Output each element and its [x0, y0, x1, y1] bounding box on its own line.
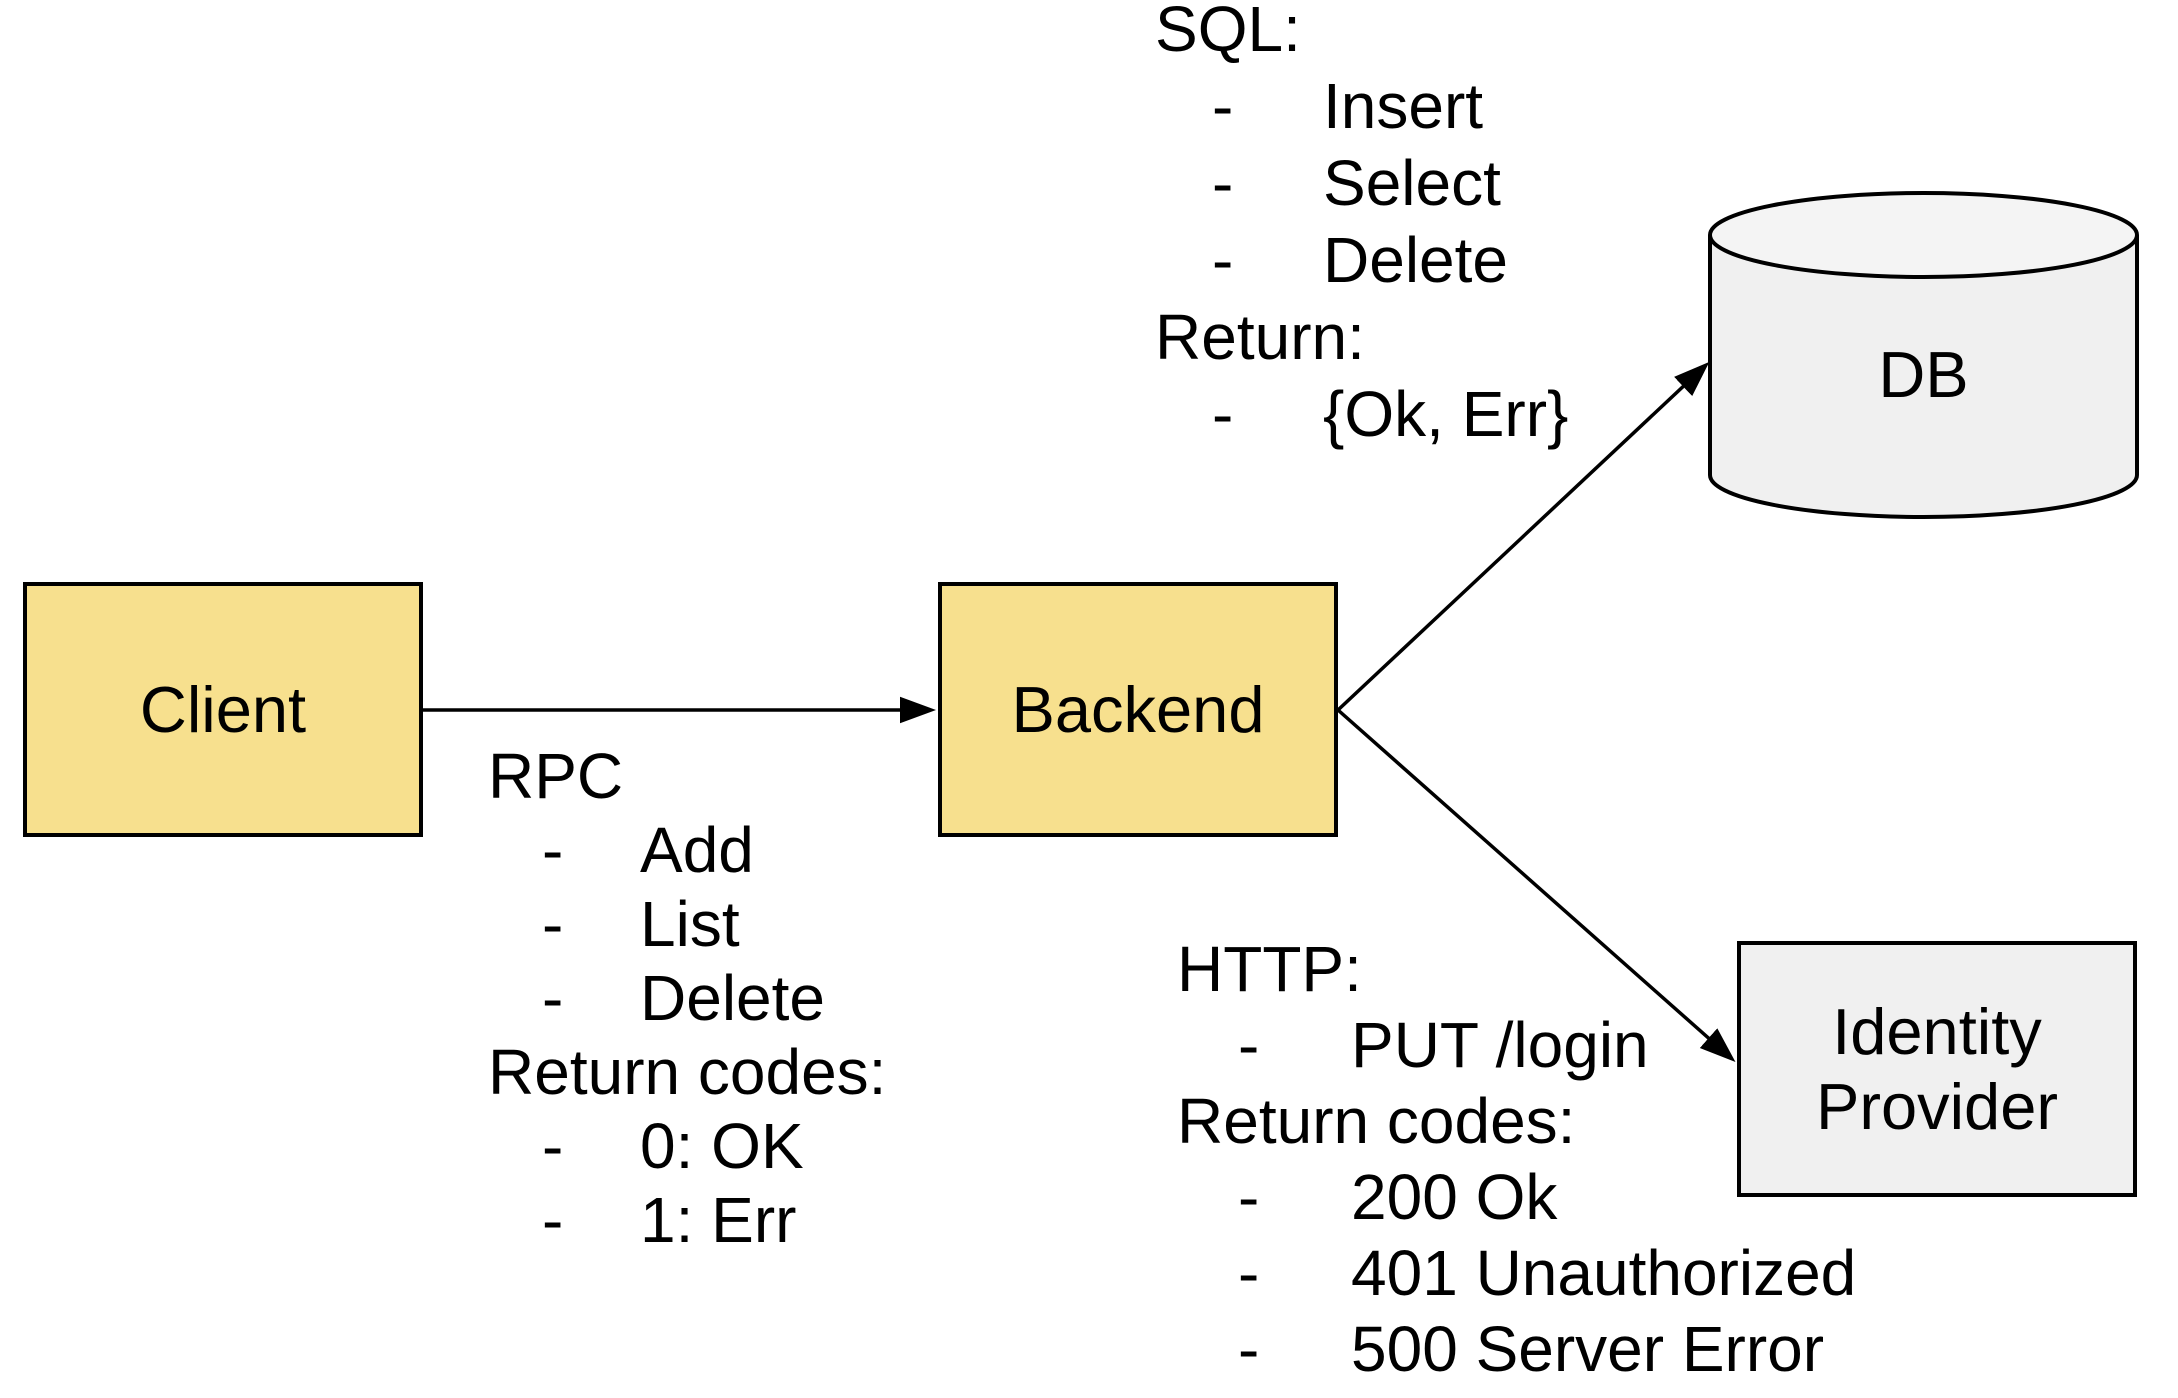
bullet-dash: - [542, 888, 564, 960]
node-identity-provider-label: Identity Provider [1816, 994, 2058, 1144]
annotation-rpc-subtitle: Return codes: [488, 1036, 887, 1108]
annotation-http-subitem: - 500 Server Error [1238, 1313, 1825, 1385]
annotation-rpc-item: - Add [542, 814, 754, 886]
annotation-http-subitem: - 200 Ok [1238, 1161, 1558, 1233]
annotation-http-subitem: - 401 Unauthorized [1238, 1237, 1857, 1309]
bullet-dash: - [1212, 378, 1234, 450]
annotation-sql-item: - Delete [1155, 222, 1508, 299]
bullet-dash: - [542, 1184, 564, 1256]
annotation-sql-item: - Select [1155, 145, 1501, 222]
annotation-sql-subitem: - {Ok, Err} [1155, 376, 1568, 453]
node-identity-provider: Identity Provider [1737, 941, 2137, 1197]
annotation-rpc-subitem: - 1: Err [542, 1184, 797, 1256]
annotation-rpc-item: - List [542, 888, 740, 960]
node-backend: Backend [938, 582, 1338, 837]
bullet-dash: - [1238, 1313, 1260, 1385]
bullet-dash: - [1212, 70, 1234, 142]
bullet-dash: - [542, 814, 564, 886]
annotation-rpc-item: - Delete [542, 962, 825, 1034]
node-client-label: Client [139, 673, 307, 746]
node-client: Client [23, 582, 423, 837]
edge-backend-db [1336, 361, 1710, 712]
bullet-dash: - [542, 962, 564, 1034]
annotation-http-item: - PUT /login [1238, 1009, 1649, 1081]
annotation-sql-subtitle: Return: [1155, 301, 1365, 373]
identity-provider-line2: Provider [1815, 1070, 2059, 1143]
bullet-dash: - [1238, 1237, 1260, 1309]
db-cylinder-body [1708, 235, 2139, 519]
bullet-dash: - [1238, 1009, 1260, 1081]
edge-backend-identity-provider [1336, 708, 1736, 1062]
bullet-dash: - [1238, 1161, 1260, 1233]
annotation-sql-title: SQL: [1155, 0, 1301, 65]
bullet-dash: - [542, 1110, 564, 1182]
annotation-sql: SQL: - Insert - Select - Delete Return: … [1155, 0, 1568, 453]
annotation-rpc-subitem: - 0: OK [542, 1110, 804, 1182]
node-backend-label: Backend [1011, 673, 1265, 746]
node-db-label: DB [1878, 338, 1969, 411]
annotation-http-subtitle: Return codes: [1177, 1085, 1576, 1157]
db-cylinder-top [1708, 191, 2139, 279]
annotation-rpc-title: RPC [488, 740, 624, 812]
bullet-dash: - [1212, 224, 1234, 296]
bullet-dash: - [1212, 147, 1234, 219]
annotation-sql-item: - Insert [1155, 68, 1483, 145]
annotation-http: HTTP: - PUT /login Return codes: - 200 O… [1177, 931, 1857, 1387]
annotation-rpc: RPC - Add - List - Delete Return codes: … [488, 739, 886, 1257]
annotation-http-title: HTTP: [1177, 933, 1362, 1005]
identity-provider-line1: Identity [1832, 995, 2042, 1068]
